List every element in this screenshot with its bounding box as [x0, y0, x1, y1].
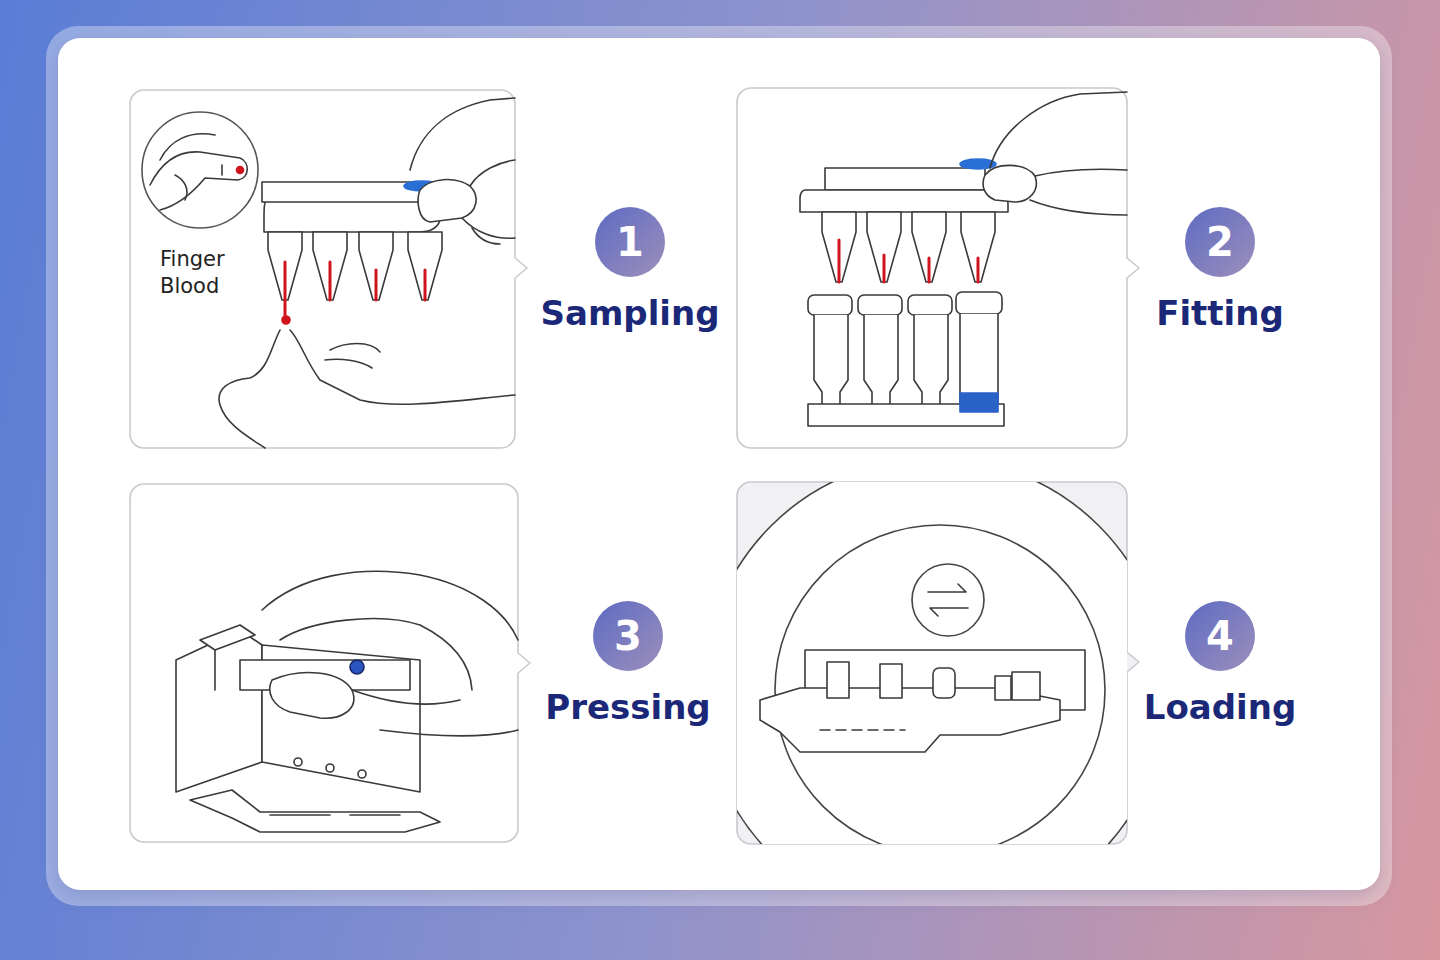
step-number: 1 [595, 207, 665, 277]
step-heading: Pressing [492, 687, 764, 727]
step-number: 2 [1185, 207, 1255, 277]
step-marker: 3Pressing [492, 601, 764, 727]
step-number: 3 [593, 601, 663, 671]
step-marker: 2Fitting [1084, 207, 1356, 333]
step-marker: 4Loading [1084, 601, 1356, 727]
step-number: 4 [1185, 601, 1255, 671]
step-marker: 1Sampling [494, 207, 766, 333]
step-heading: Sampling [494, 293, 766, 333]
step-heading: Fitting [1084, 293, 1356, 333]
callout-label: Finger Blood [160, 246, 250, 300]
step-heading: Loading [1084, 687, 1356, 727]
